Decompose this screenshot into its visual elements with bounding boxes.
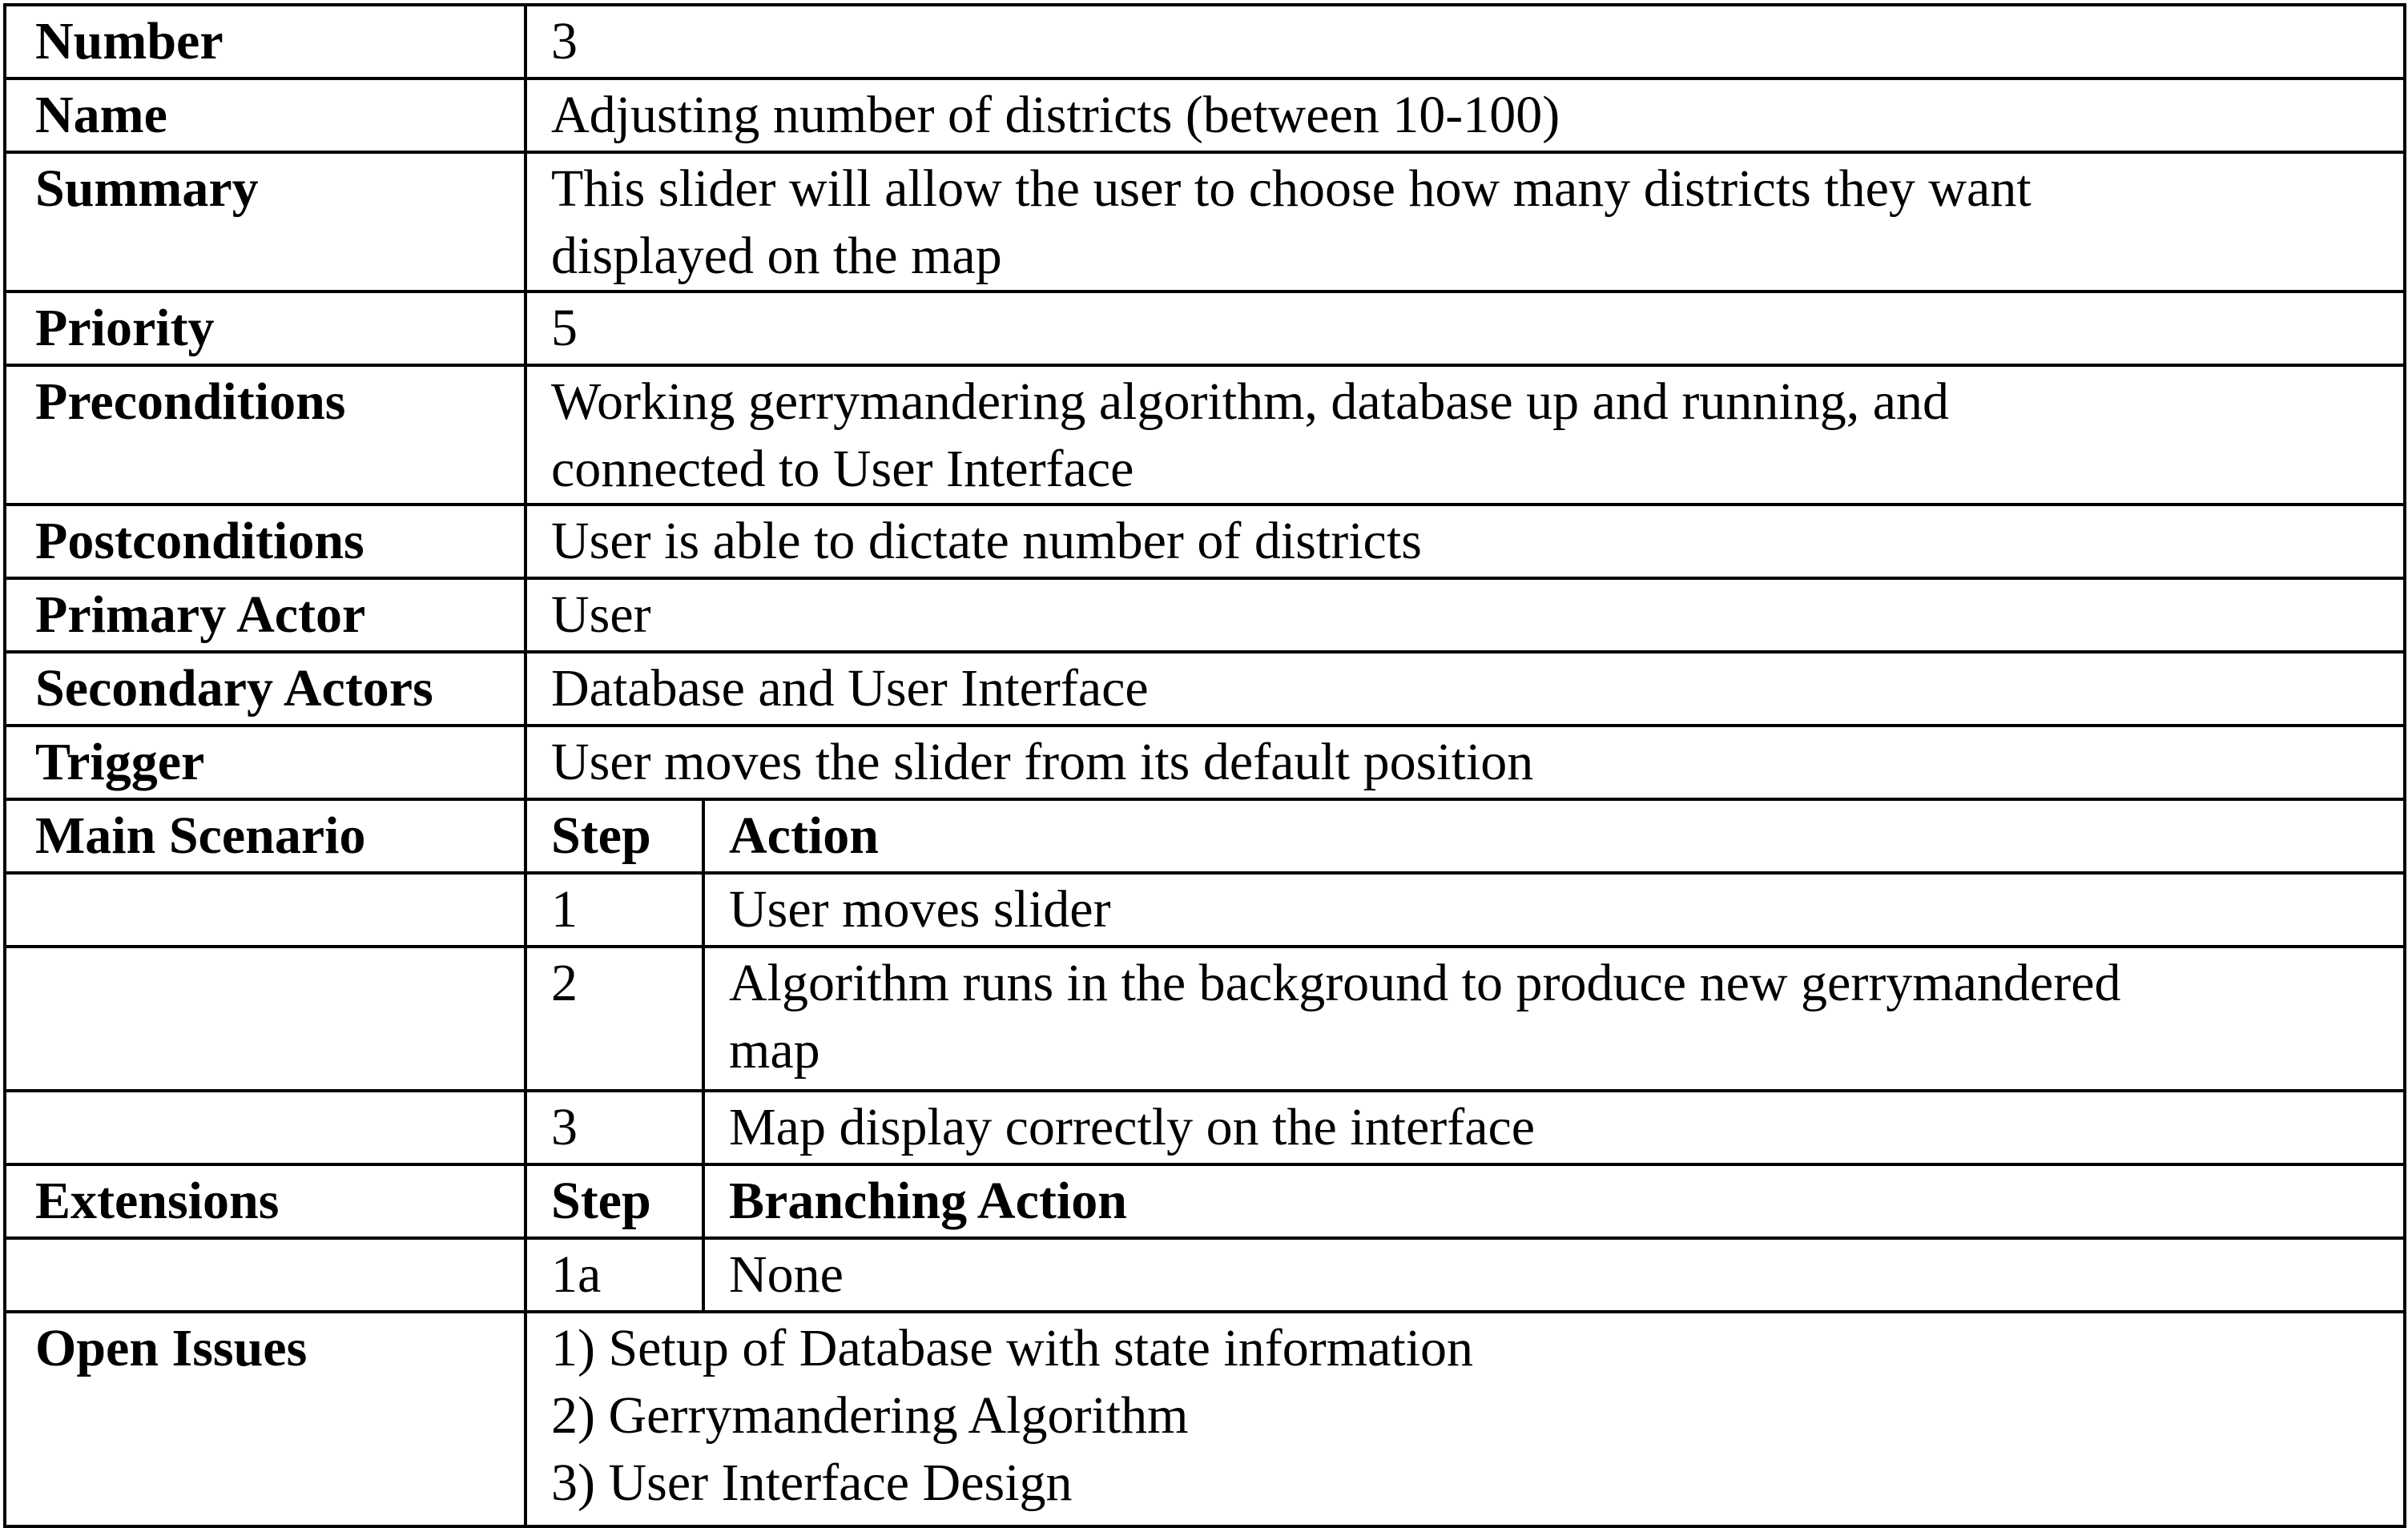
main-scenario-action-header: Action xyxy=(702,798,2406,875)
extensions-action-header: Branching Action xyxy=(702,1163,2406,1240)
main-step-number: 1 xyxy=(524,871,705,948)
empty-label-cell xyxy=(3,871,527,948)
label-priority: Priority xyxy=(3,290,527,367)
row-preconditions: Preconditions Working gerrymandering alg… xyxy=(3,364,2406,506)
main-step-action: Map display correctly on the interface xyxy=(702,1089,2406,1166)
summary-line-2: displayed on the map xyxy=(551,227,1002,285)
main-step-number: 2 xyxy=(524,945,705,1092)
main-scenario-step-header: Step xyxy=(524,798,705,875)
row-primary-actor: Primary Actor User xyxy=(3,577,2406,653)
empty-label-cell xyxy=(3,1236,527,1313)
main-step-action-line: Map display correctly on the interface xyxy=(729,1098,1536,1156)
extension-step-number: 1a xyxy=(524,1236,705,1313)
main-step-action: User moves slider xyxy=(702,871,2406,948)
row-open-issues: Open Issues 1) Setup of Database with st… xyxy=(3,1310,2406,1528)
extensions-row: 1a None xyxy=(3,1236,2406,1313)
main-step-action-line: map xyxy=(729,1021,820,1080)
row-postconditions: Postconditions User is able to dictate n… xyxy=(3,503,2406,580)
label-main-scenario: Main Scenario xyxy=(3,798,527,875)
main-step-number: 3 xyxy=(524,1089,705,1166)
value-open-issues: 1) Setup of Database with state informat… xyxy=(524,1310,2406,1528)
row-priority: Priority 5 xyxy=(3,290,2406,367)
preconditions-line-1: Working gerrymandering algorithm, databa… xyxy=(551,372,1950,431)
extension-step-action: None xyxy=(702,1236,2406,1313)
label-open-issues: Open Issues xyxy=(3,1310,527,1528)
label-secondary-actors: Secondary Actors xyxy=(3,650,527,727)
label-number: Number xyxy=(3,3,527,80)
value-postconditions: User is able to dictate number of distri… xyxy=(524,503,2406,580)
value-priority: 5 xyxy=(524,290,2406,367)
value-name: Adjusting number of districts (between 1… xyxy=(524,77,2406,154)
use-case-table: Number 3 Name Adjusting number of distri… xyxy=(3,3,2406,1528)
label-summary: Summary xyxy=(3,151,527,293)
label-primary-actor: Primary Actor xyxy=(3,577,527,653)
value-primary-actor: User xyxy=(524,577,2406,653)
label-trigger: Trigger xyxy=(3,724,527,801)
label-extensions: Extensions xyxy=(3,1163,527,1240)
row-trigger: Trigger User moves the slider from its d… xyxy=(3,724,2406,801)
main-step-action-line: Algorithm runs in the background to prod… xyxy=(729,954,2121,1012)
open-issue-item: 3) User Interface Design xyxy=(551,1454,1073,1512)
value-secondary-actors: Database and User Interface xyxy=(524,650,2406,727)
empty-label-cell xyxy=(3,945,527,1092)
main-scenario-row: 2 Algorithm runs in the background to pr… xyxy=(3,945,2406,1092)
value-preconditions: Working gerrymandering algorithm, databa… xyxy=(524,364,2406,506)
label-name: Name xyxy=(3,77,527,154)
label-preconditions: Preconditions xyxy=(3,364,527,506)
row-extensions-header: Extensions Step Branching Action xyxy=(3,1163,2406,1240)
main-step-action-line: User moves slider xyxy=(729,880,1111,939)
main-step-action: Algorithm runs in the background to prod… xyxy=(702,945,2406,1092)
preconditions-line-2: connected to User Interface xyxy=(551,440,1134,498)
open-issue-item: 1) Setup of Database with state informat… xyxy=(551,1319,1474,1377)
row-main-scenario-header: Main Scenario Step Action xyxy=(3,798,2406,875)
value-summary: This slider will allow the user to choos… xyxy=(524,151,2406,293)
row-summary: Summary This slider will allow the user … xyxy=(3,151,2406,293)
main-scenario-row: 1 User moves slider xyxy=(3,871,2406,948)
label-postconditions: Postconditions xyxy=(3,503,527,580)
extensions-step-header: Step xyxy=(524,1163,705,1240)
row-name: Name Adjusting number of districts (betw… xyxy=(3,77,2406,154)
summary-line-1: This slider will allow the user to choos… xyxy=(551,159,2031,218)
main-scenario-row: 3 Map display correctly on the interface xyxy=(3,1089,2406,1166)
row-secondary-actors: Secondary Actors Database and User Inter… xyxy=(3,650,2406,727)
empty-label-cell xyxy=(3,1089,527,1166)
open-issue-item: 2) Gerrymandering Algorithm xyxy=(551,1386,1189,1445)
row-number: Number 3 xyxy=(3,3,2406,80)
value-number: 3 xyxy=(524,3,2406,80)
value-trigger: User moves the slider from its default p… xyxy=(524,724,2406,801)
